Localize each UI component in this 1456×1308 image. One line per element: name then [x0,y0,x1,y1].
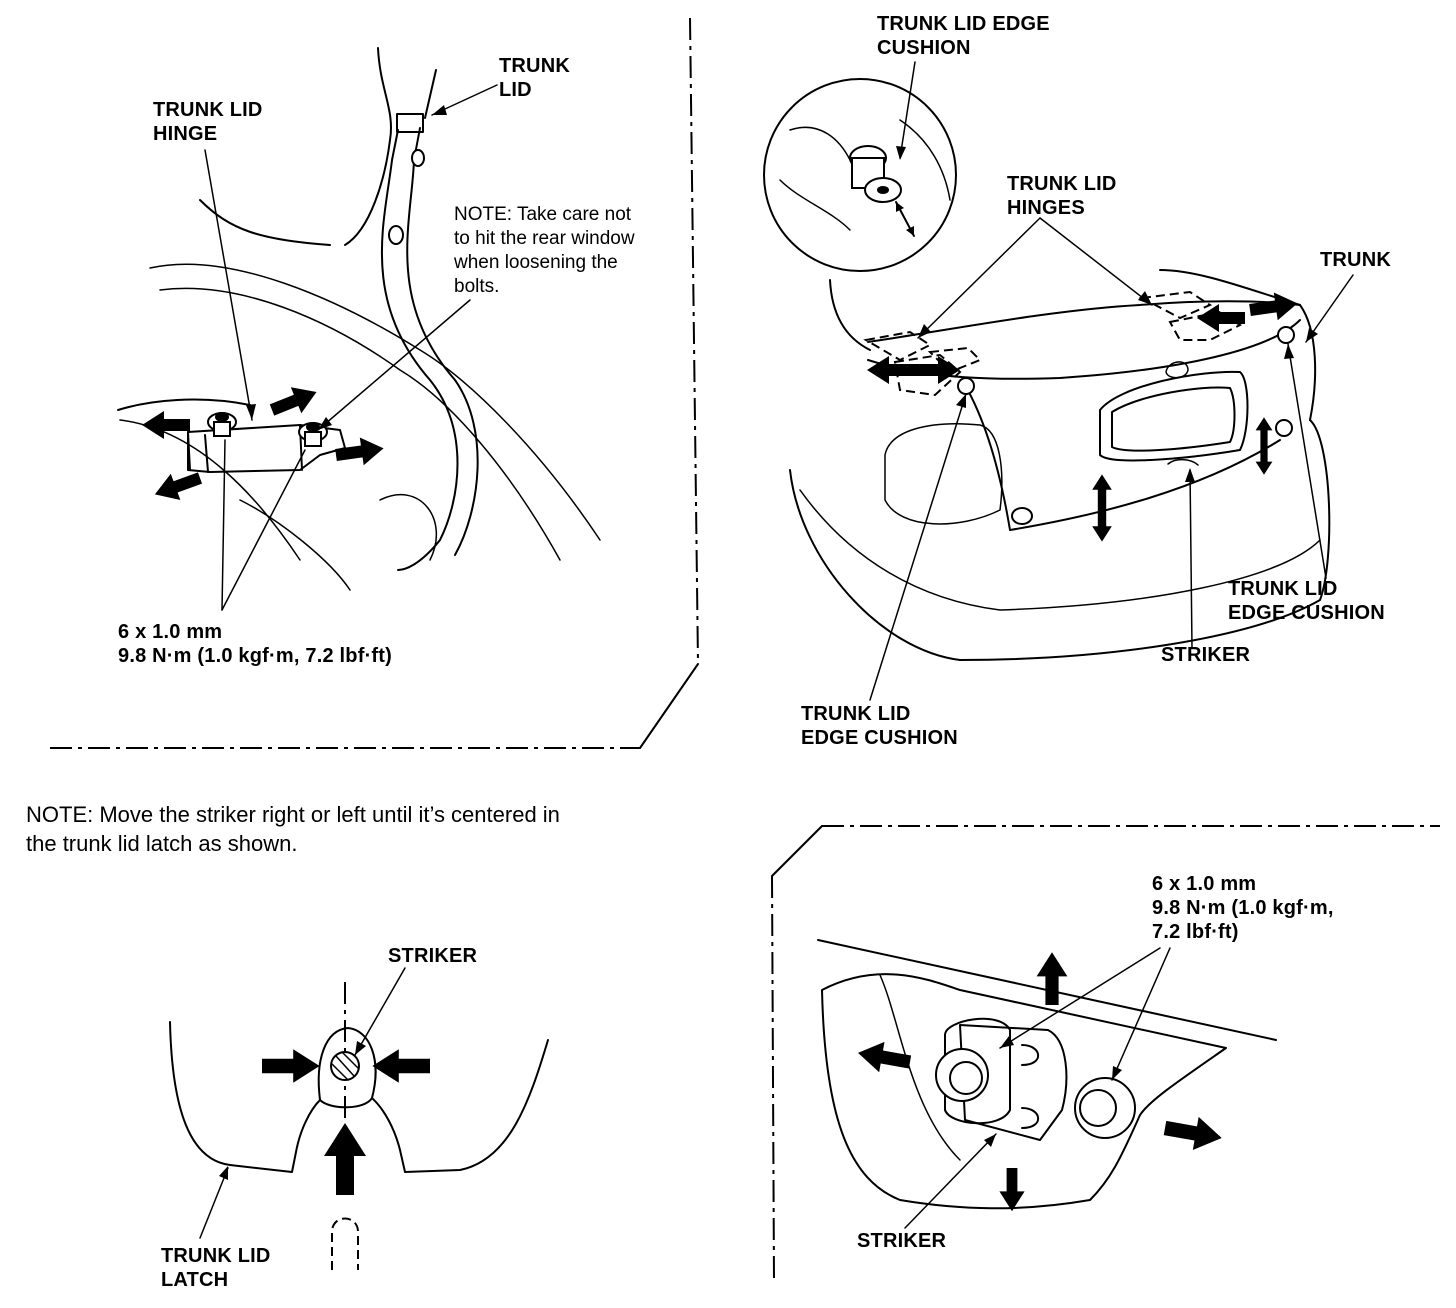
striker-label-latch: STRIKER [388,945,478,967]
edge-cushion-right-label-line2: EDGE CUSHION [1228,602,1385,624]
edge-cushion-top-label-line1: TRUNK LID EDGE [877,13,1050,35]
trunk-lid-label-line1: TRUNK [499,55,570,77]
car-rear-illustration [789,269,1331,661]
striker-bolt-spec-size: 6 x 1.0 mm [1152,873,1257,895]
striker-center-note-line1: NOTE: Move the striker right or left unt… [26,802,560,827]
leader-lines-bottom-left [199,967,406,1239]
leader-lines-top-left [204,84,498,611]
edge-cushion-bottom-label: TRUNK LID EDGE CUSHION [801,702,958,750]
rear-window-note-line1: NOTE: Take care not [454,204,632,225]
trunk-label: TRUNK [1320,249,1391,271]
edge-cushion-top-label-line2: CUSHION [877,37,971,59]
panel-divider-lines [50,17,1440,1283]
latch-illustration [169,982,549,1270]
striker-center-note: NOTE: Move the striker right or left unt… [26,800,560,858]
edge-cushion-bottom-label-line2: EDGE CUSHION [801,727,958,749]
trunk-lid-label: TRUNK LID [499,54,570,102]
trunk-lid-latch-label: TRUNK LID LATCH [161,1244,271,1292]
cushion-detail-circle [763,78,957,272]
hinge-bolt-1 [207,412,237,437]
trunk-lid-hinges-label-line1: TRUNK LID [1007,173,1117,195]
rear-window-note: NOTE: Take care not to hit the rear wind… [454,203,635,299]
striker-bolt-spec: 6 x 1.0 mm 9.8 N·m (1.0 kgf·m, 7.2 lbf·f… [1152,872,1334,944]
hinge-bolt-2 [298,422,328,447]
striker-label-top: STRIKER [1161,644,1251,666]
striker-center-note-line2: the trunk lid latch as shown. [26,831,298,856]
striker-label-closeup: STRIKER [857,1230,947,1252]
rear-window-note-line2: to hit the rear window [454,228,635,249]
trunk-lid-latch-label-line1: TRUNK LID [161,1245,271,1267]
leader-lines-top-right [869,61,1354,701]
trunk-lid-hinge-label: TRUNK LID HINGE [153,98,263,146]
trunk-lid-hinges-label: TRUNK LID HINGES [1007,172,1117,220]
edge-cushion-right-label-line1: TRUNK LID [1228,578,1338,600]
striker-illustration [817,939,1277,1212]
leader-lines-bottom-right [904,947,1171,1229]
striker-bolt-spec-torque-cont: 7.2 lbf·ft) [1152,921,1239,943]
striker-bolt-spec-torque: 9.8 N·m (1.0 kgf·m, [1152,897,1334,919]
edge-cushion-right-label: TRUNK LID EDGE CUSHION [1228,577,1385,625]
edge-cushion-top-label: TRUNK LID EDGE CUSHION [877,12,1050,60]
hinge-bolt-spec: 6 x 1.0 mm 9.8 N·m (1.0 kgf·m, 7.2 lbf·f… [118,620,392,668]
hinge-bolt-spec-torque: 9.8 N·m (1.0 kgf·m, 7.2 lbf·ft) [118,645,393,667]
trunk-lid-latch-label-line2: LATCH [161,1269,229,1291]
trunk-lid-hinge-label-line1: TRUNK LID [153,99,263,121]
trunk-lid-hinges-label-line2: HINGES [1007,197,1085,219]
trunk-lid-hinge-label-line2: HINGE [153,123,218,145]
rear-window-note-line3: when loosening the [454,252,618,273]
rear-window-note-line4: bolts. [454,276,500,297]
edge-cushion-bottom-label-line1: TRUNK LID [801,703,911,725]
hinge-illustration [117,47,601,591]
hinge-bolt-spec-size: 6 x 1.0 mm [118,621,223,643]
trunk-lid-label-line2: LID [499,79,532,101]
